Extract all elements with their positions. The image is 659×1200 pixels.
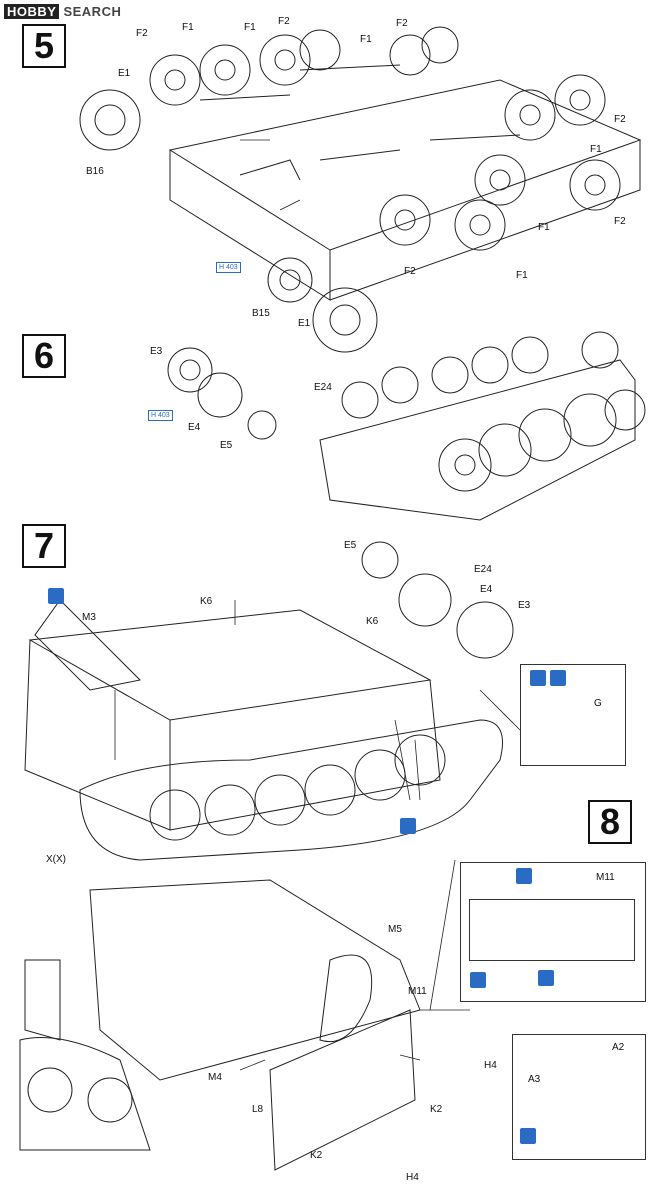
part-label: E24	[474, 564, 492, 575]
cement-icon	[470, 972, 486, 988]
part-label: K2	[430, 1104, 443, 1115]
part-label: F1	[182, 22, 194, 33]
part-label: K2	[310, 1150, 323, 1161]
part-label: F2	[396, 18, 408, 29]
cement-icon	[520, 1128, 536, 1144]
part-label: E24	[314, 382, 332, 393]
logo-search-text: SEARCH	[63, 4, 122, 19]
part-label: F1	[538, 222, 550, 233]
part-label: B15	[252, 308, 270, 319]
part-label: E3	[150, 346, 163, 357]
part-label: B16	[86, 166, 104, 177]
part-label: F1	[516, 270, 528, 281]
part-label: X(X)	[46, 854, 66, 865]
part-label: E4	[188, 422, 201, 433]
part-label: E5	[220, 440, 233, 451]
part-label: L8	[252, 1104, 264, 1115]
part-label: A2	[612, 1042, 625, 1053]
reference-tag: H 403	[216, 262, 241, 273]
part-label: K6	[366, 616, 379, 627]
part-label: F2	[278, 16, 290, 27]
hobbysearch-logo: HOBBY SEARCH	[4, 4, 121, 19]
step-8-number: 8	[588, 800, 632, 844]
part-label: M4	[208, 1072, 222, 1083]
road-wheels-step5	[79, 26, 621, 353]
part-label: G	[594, 698, 602, 709]
part-label: A3	[528, 1074, 541, 1085]
cement-icon	[530, 670, 546, 686]
paint-icon	[550, 670, 566, 686]
paint-icon	[400, 818, 416, 834]
part-label: F2	[614, 114, 626, 125]
part-label: M11	[596, 872, 615, 883]
part-label: E5	[344, 540, 357, 551]
part-label: E3	[518, 600, 531, 611]
part-label: E1	[118, 68, 131, 79]
part-label: F1	[360, 34, 372, 45]
part-label: H4	[484, 1060, 497, 1071]
part-label: M3	[82, 612, 96, 623]
drill-icon	[516, 868, 532, 884]
step-5-number: 5	[22, 24, 66, 68]
part-label: F2	[136, 28, 148, 39]
part-label: F2	[614, 216, 626, 227]
drill-icon	[538, 970, 554, 986]
step-7-number: 7	[22, 524, 66, 568]
part-label: M5	[388, 924, 402, 935]
part-label: E4	[480, 584, 493, 595]
part-label: M11	[408, 986, 427, 997]
step-6-number: 6	[22, 334, 66, 378]
paint-icon	[48, 588, 64, 604]
part-label: F1	[590, 144, 602, 155]
reference-tag: H 403	[148, 410, 173, 421]
logo-hobby-text: HOBBY	[4, 4, 60, 19]
part-label: K6	[200, 596, 213, 607]
part-label: E1	[298, 318, 311, 329]
part-label: H4	[406, 1172, 419, 1183]
part-label: F2	[404, 266, 416, 277]
part-label: F1	[244, 22, 256, 33]
